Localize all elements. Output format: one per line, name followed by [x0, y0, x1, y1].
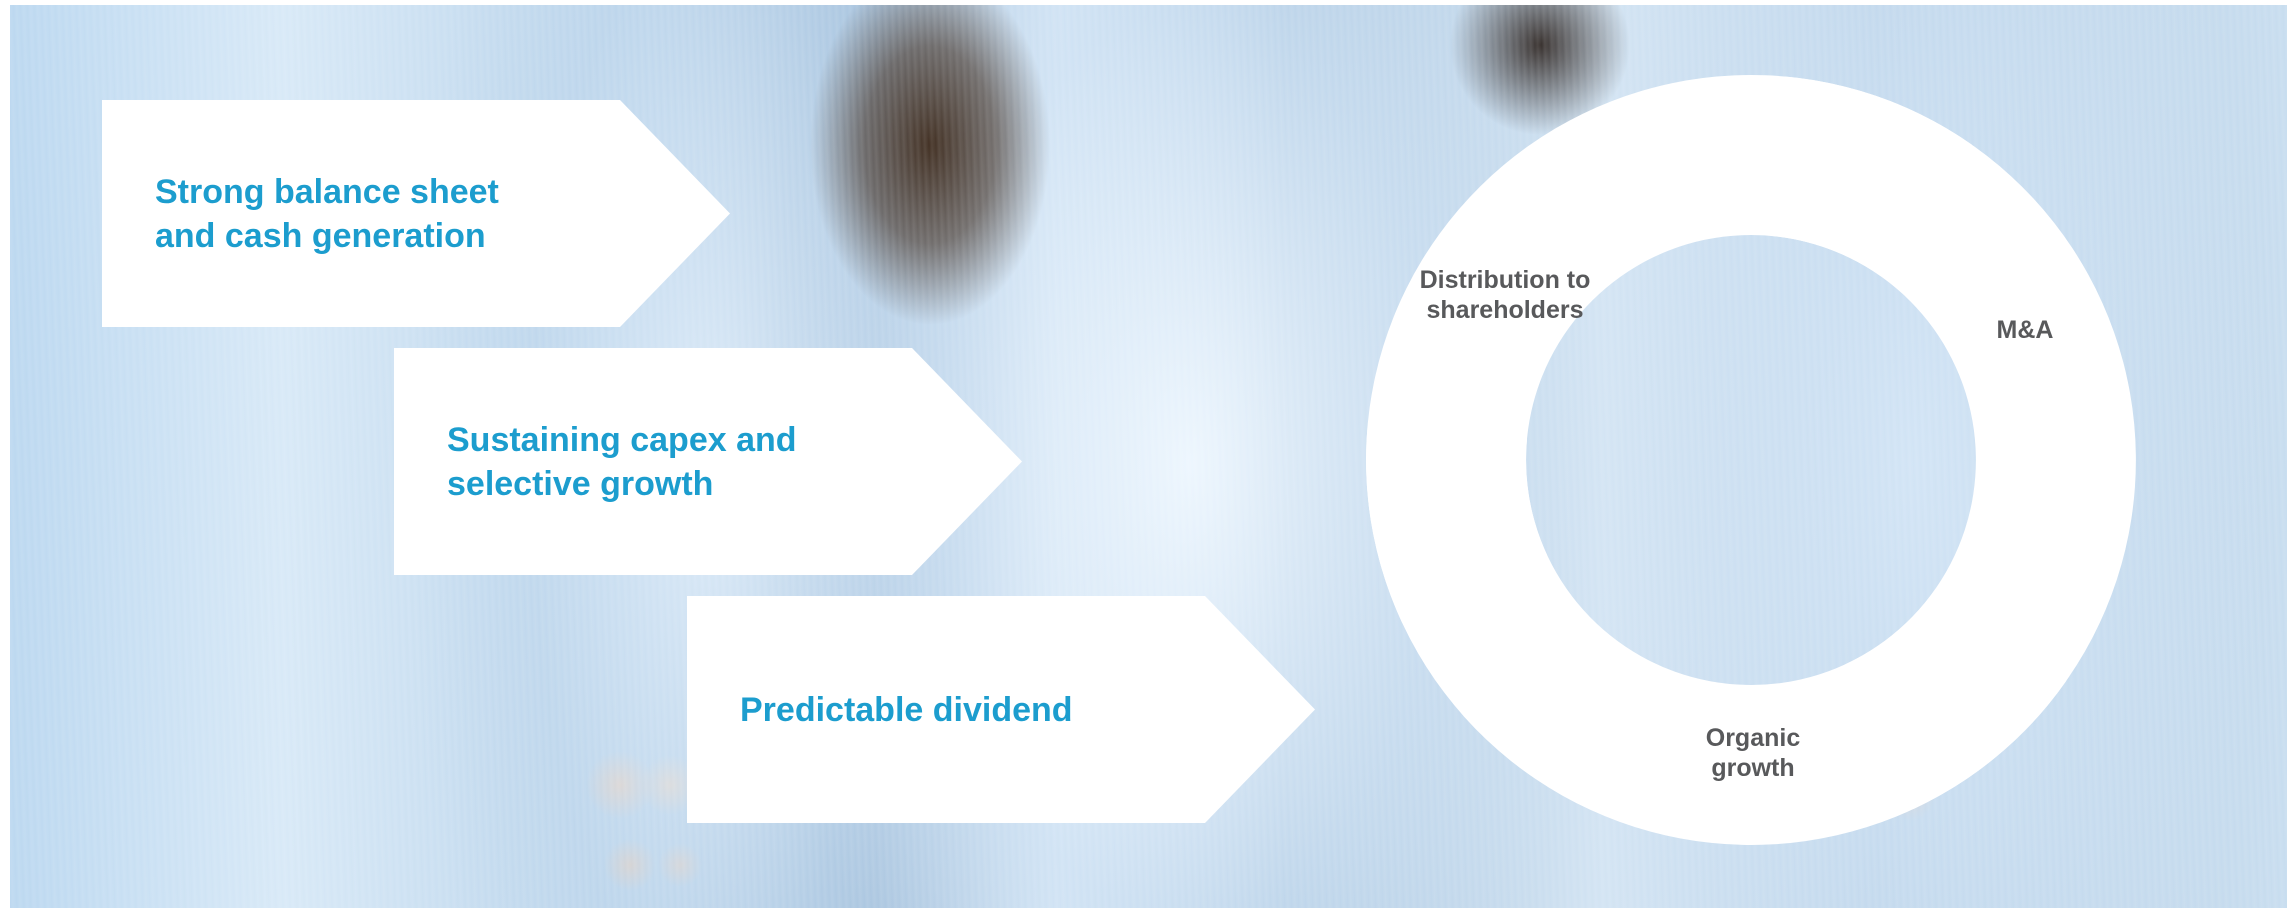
step-chevron-capex: Sustaining capex and selective growth	[394, 348, 1022, 575]
step-label: Sustaining capex and selective growth	[447, 420, 797, 503]
cycle-arrow-organic	[1366, 252, 2067, 845]
cycle-label-line: Distribution to	[1420, 266, 1591, 294]
step-label: Predictable dividend	[740, 690, 1073, 729]
step-chevron-dividend: Predictable dividend	[687, 596, 1315, 823]
cycle-label-line: growth	[1711, 754, 1794, 782]
cycle-arrow-ma	[1682, 76, 2136, 809]
step-label: Strong balance sheet and cash generation	[155, 172, 499, 255]
cycle-label-ma: M&A	[1997, 316, 2054, 344]
cycle-label-line: shareholders	[1426, 296, 1583, 324]
cycle-label-line: M&A	[1997, 316, 2054, 344]
step-chevron-balance-sheet: Strong balance sheet and cash generation	[102, 100, 730, 327]
cycle-label-line: Organic	[1706, 724, 1801, 752]
